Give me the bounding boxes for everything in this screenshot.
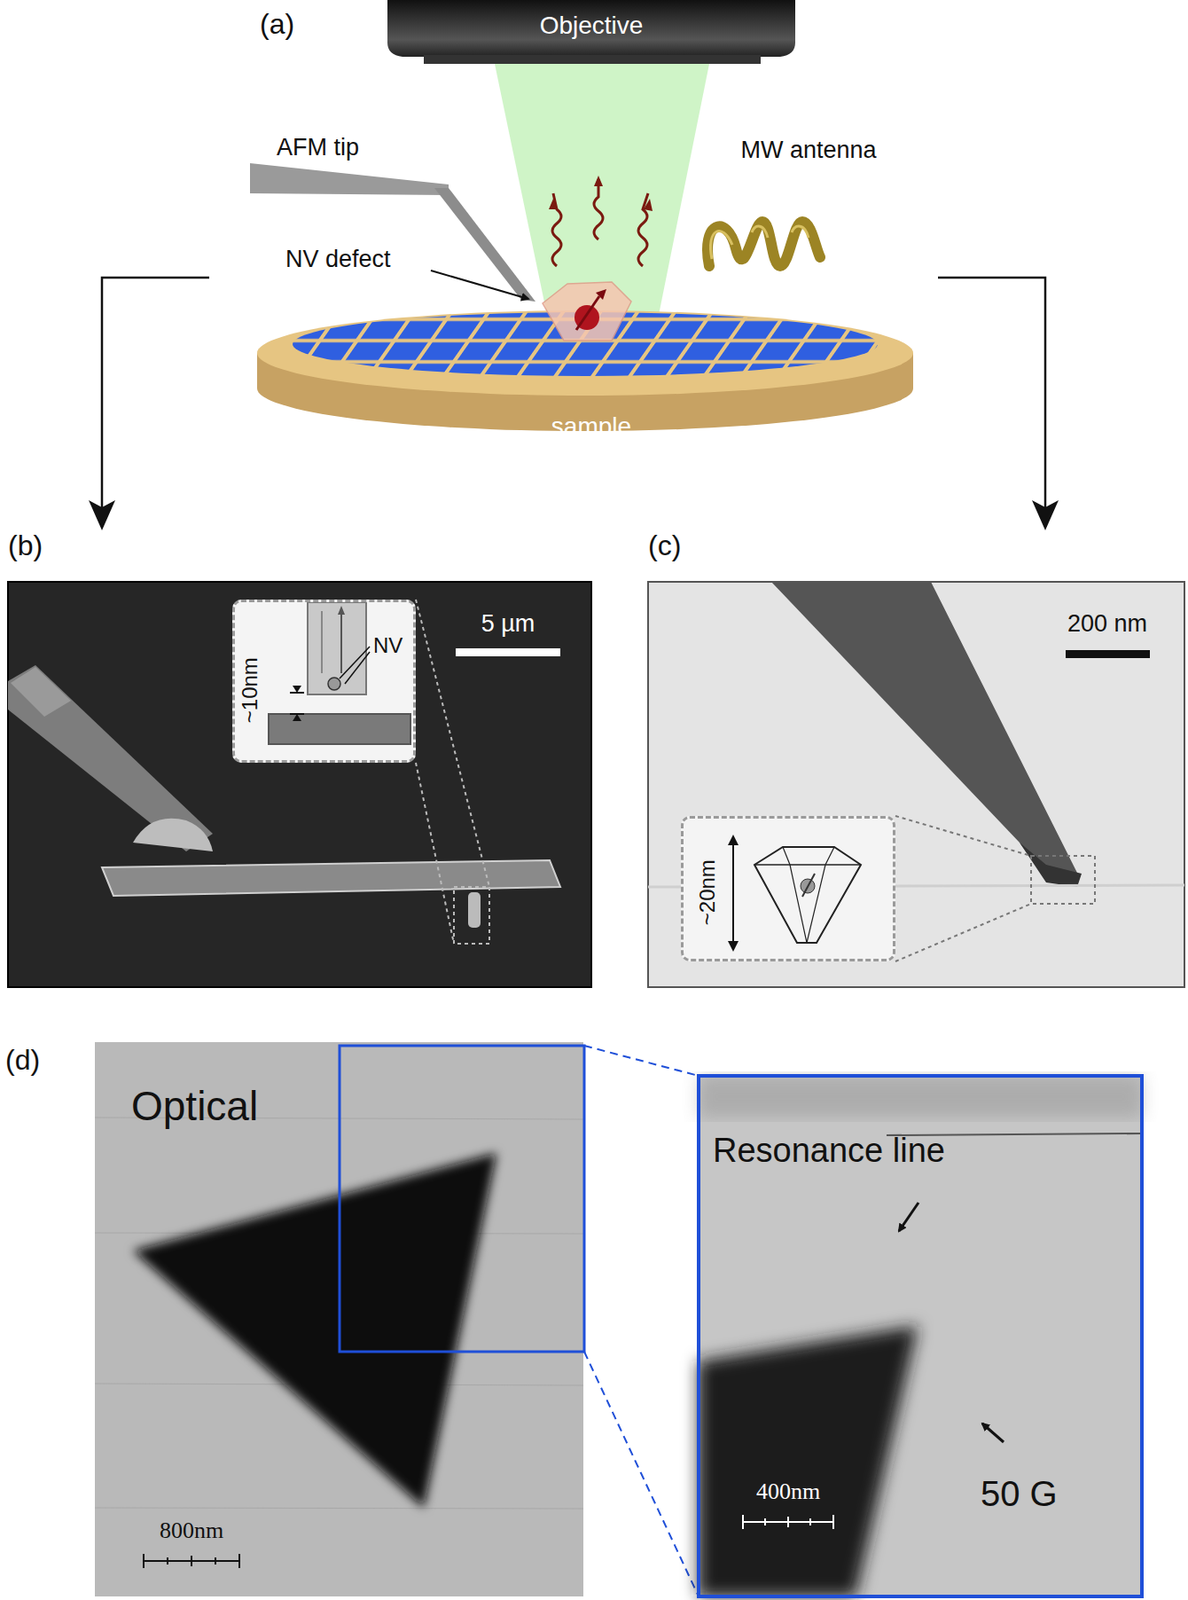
inset-box: ~10nm NV [232, 599, 416, 763]
inset-text: ~10nm [238, 656, 262, 723]
figure-label: 5 µm [481, 610, 536, 638]
figure-label: Resonance line [712, 1132, 946, 1170]
inset-drawing [234, 601, 414, 764]
inset-box: ~20nm [680, 815, 896, 962]
figure-label: 50 G [980, 1473, 1058, 1513]
figure-label: MW antenna [740, 137, 876, 165]
figure-label: (d) [5, 1044, 40, 1076]
figure-label: NV defect [285, 246, 391, 274]
inset-text: ~20nm [695, 859, 720, 925]
figure-label: 800nm [159, 1517, 224, 1544]
figure-label: Optical [131, 1083, 258, 1129]
figure-label: AFM tip [276, 134, 360, 162]
inset-text: NV [373, 633, 403, 657]
figure-label: 200 nm [1067, 610, 1148, 638]
figure-label: 400nm [756, 1478, 821, 1505]
figure-label: (c) [648, 530, 681, 562]
inset-svg [234, 601, 414, 760]
figure-label: Objective [539, 12, 644, 40]
figure-label: (a) [259, 8, 295, 40]
figure-label: (b) [7, 530, 43, 562]
figure-label: sample [551, 413, 632, 441]
